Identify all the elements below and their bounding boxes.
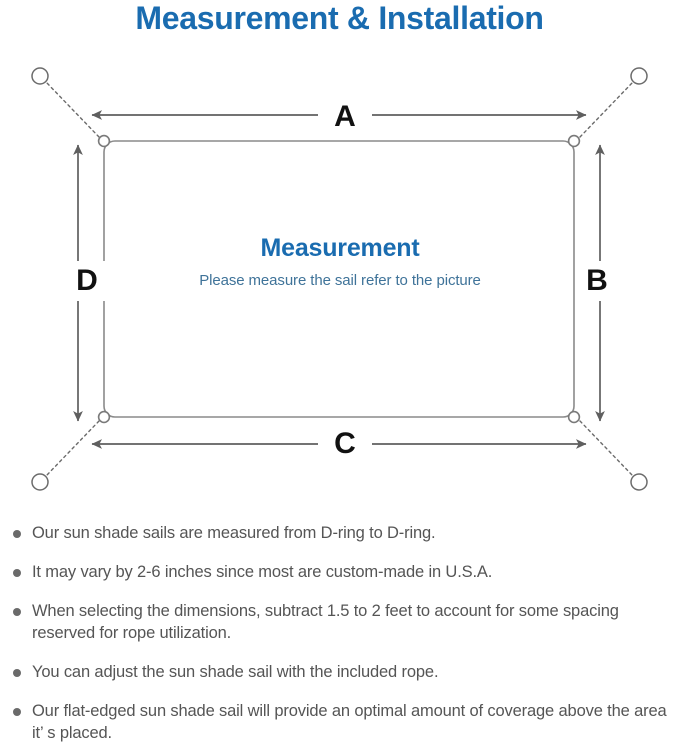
note-text: Our sun shade sails are measured from D-… [32, 524, 436, 542]
rope-top-right [579, 81, 634, 138]
list-item: It may vary by 2-6 inches since most are… [0, 561, 679, 583]
dimension-label-b: B [576, 261, 618, 301]
page-title: Measurement & Installation [135, 0, 544, 36]
list-item: You can adjust the sun shade sail with t… [0, 661, 679, 683]
sail-measurement-diagram: A B C D Measurement Please measure the s… [0, 48, 679, 510]
list-item: Our flat-edged sun shade sail will provi… [0, 700, 679, 744]
d-ring-bottom-left [97, 410, 111, 424]
bullet-icon [13, 569, 21, 577]
d-ring-top-left [97, 134, 111, 148]
dimension-label-a: A [318, 100, 372, 134]
dimension-label-c: C [318, 427, 372, 461]
anchor-point-bottom-right [630, 473, 648, 491]
note-text: Our flat-edged sun shade sail will provi… [32, 702, 667, 742]
anchor-point-top-left [31, 67, 49, 85]
sail-panel [103, 140, 575, 418]
d-ring-bottom-right [567, 410, 581, 424]
anchor-point-top-right [630, 67, 648, 85]
note-text: When selecting the dimensions, subtract … [32, 602, 619, 642]
bullet-icon [13, 708, 21, 716]
bullet-icon [13, 608, 21, 616]
dimension-label-d: D [66, 261, 108, 301]
note-text: You can adjust the sun shade sail with t… [32, 663, 439, 681]
notes-list: Our sun shade sails are measured from D-… [0, 522, 679, 744]
rope-bottom-right [579, 420, 634, 477]
bullet-icon [13, 530, 21, 538]
note-text: It may vary by 2-6 inches since most are… [32, 563, 493, 581]
rope-bottom-left [45, 420, 100, 477]
bullet-icon [13, 669, 21, 677]
rope-top-left [45, 81, 100, 138]
diagram-svg [31, 67, 648, 491]
anchor-point-bottom-left [31, 473, 49, 491]
d-ring-top-right [567, 134, 581, 148]
list-item: When selecting the dimensions, subtract … [0, 600, 679, 644]
list-item: Our sun shade sails are measured from D-… [0, 522, 679, 544]
